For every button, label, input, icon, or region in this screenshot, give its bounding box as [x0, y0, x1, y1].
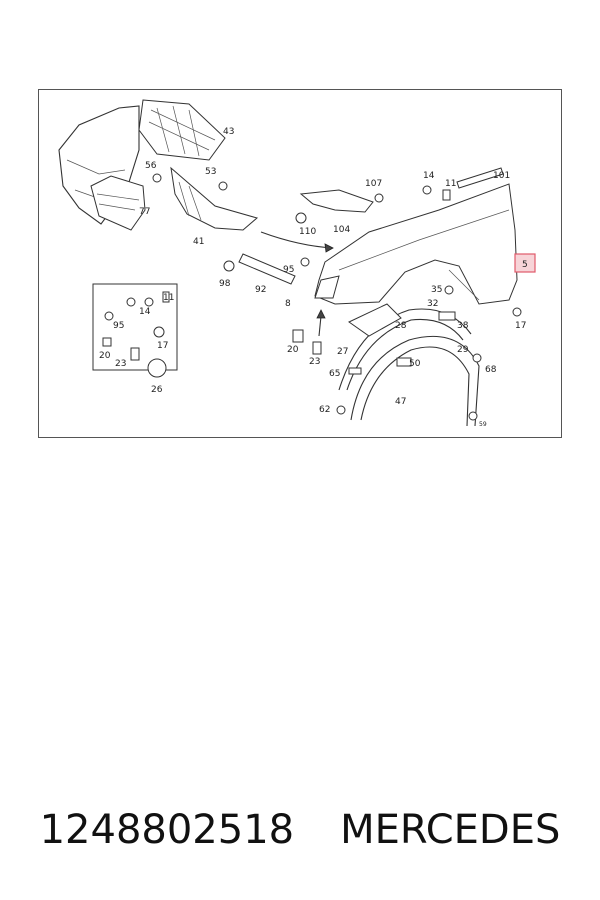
callout-27: 27 [337, 347, 348, 357]
callout-43: 43 [223, 127, 234, 137]
kit-callout-20: 20 [99, 351, 111, 361]
callout-62: 62 [319, 405, 330, 415]
clip-53-icon [218, 181, 228, 191]
plate-11 [442, 189, 451, 201]
kit-callout-26: 26 [151, 385, 163, 395]
grille-part-43 [138, 99, 226, 161]
part-41 [170, 166, 259, 231]
callout-92: 92 [255, 285, 266, 295]
callout-38: 38 [457, 321, 469, 331]
clip-50-icon [396, 357, 412, 367]
trim-strip-101 [456, 167, 504, 189]
callout-41: 41 [193, 237, 204, 247]
screw-95-icon [300, 257, 310, 267]
clip-20-icon [292, 329, 304, 343]
part-77 [90, 175, 146, 231]
arrow-head-2 [316, 309, 326, 319]
callout-98: 98 [219, 279, 231, 289]
strip-92 [238, 253, 296, 285]
callout-11a: 11 [445, 179, 456, 189]
callout-29: 29 [457, 345, 469, 355]
parts-diagram: 43 56 53 77 41 107 14 11 101 110 104 95 … [38, 89, 562, 438]
clip-65-icon [348, 367, 362, 375]
part-28 [348, 303, 402, 337]
screw-17-icon [512, 307, 522, 317]
kit-callout-14: 14 [139, 307, 151, 317]
callout-28: 28 [395, 321, 407, 331]
callout-56: 56 [145, 161, 157, 171]
kit-callout-95: 95 [113, 321, 124, 331]
kit-callout-23: 23 [115, 359, 126, 369]
callout-32: 32 [427, 299, 438, 309]
callout-47: 47 [395, 397, 406, 407]
headlamp-outline [314, 275, 340, 299]
callout-14a: 14 [423, 171, 435, 181]
screw-62-icon [336, 405, 346, 415]
bolt-107-icon [374, 193, 384, 203]
kit-callout-17: 17 [157, 341, 168, 351]
screw-14-icon [422, 185, 432, 195]
callout-8: 8 [285, 299, 291, 309]
clip-98-icon [223, 260, 235, 272]
fender-panel [314, 183, 518, 305]
callout-65: 65 [329, 369, 340, 379]
kit-callout-11: 11 [163, 293, 174, 303]
caption: 1248802518 MERCEDES [0, 800, 600, 860]
callout-53: 53 [205, 167, 216, 177]
clip-56-icon [152, 173, 162, 183]
highlight-box-part-5 [514, 253, 536, 273]
callout-20a: 20 [287, 345, 299, 355]
hardware-kit-box [92, 283, 178, 378]
callout-35: 35 [431, 285, 442, 295]
callout-110: 110 [299, 227, 316, 237]
clip-110-icon [295, 212, 307, 224]
arrow-head [324, 243, 334, 253]
callout-23a: 23 [309, 357, 320, 367]
callout-5: 5 [522, 260, 528, 270]
callout-95a: 95 [283, 265, 294, 275]
arrow-line-2 [318, 315, 322, 337]
callout-107: 107 [365, 179, 382, 189]
bracket-104 [299, 189, 374, 213]
screw-59-icon [468, 411, 478, 421]
clip-32-icon [438, 311, 456, 321]
callout-17a: 17 [515, 321, 526, 331]
callout-104: 104 [333, 225, 350, 235]
clip-23-icon [312, 341, 322, 355]
brand-name: MERCEDES [340, 807, 561, 853]
callout-101: 101 [493, 171, 510, 181]
callout-77: 77 [139, 207, 150, 217]
arrow-line [260, 231, 334, 249]
callout-59: 59 [479, 421, 487, 428]
part-number: 1248802518 [39, 807, 295, 853]
callout-68: 68 [485, 365, 497, 375]
screw-35-icon [444, 285, 454, 295]
screw-68-icon [472, 353, 482, 363]
fender-exploded-view: 43 56 53 77 41 107 14 11 101 110 104 95 … [58, 99, 536, 428]
callout-50: 50 [409, 359, 421, 369]
